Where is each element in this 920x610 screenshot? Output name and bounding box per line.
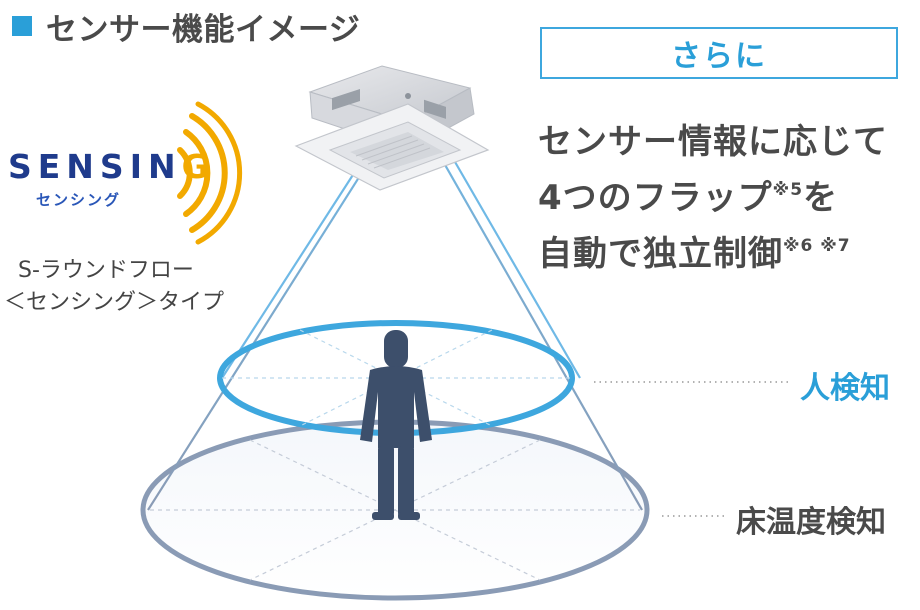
sensing-logo-main: SENSIN xyxy=(8,147,182,186)
sensing-logo: SENSING xyxy=(8,147,215,186)
person-detect-label: 人検知 xyxy=(800,371,890,406)
product-name-line2: ＜センシング＞タイプ xyxy=(4,290,225,315)
floor-temp-detect-label: 床温度検知 xyxy=(736,505,886,540)
title-square-marker-icon xyxy=(12,16,32,36)
callout-line2: 4つのフラップ※5を xyxy=(538,170,838,219)
callout-line3: 自動で独立制御※6 ※7 xyxy=(538,226,851,275)
floor-detection-area xyxy=(140,419,650,601)
leader-lines xyxy=(594,381,792,517)
sensing-logo-kana: センシング xyxy=(36,191,122,209)
callout-line2-main: 4つのフラップ xyxy=(538,178,773,218)
person-silhouette-icon xyxy=(360,330,432,520)
product-name-line1: S-ラウンドフロー xyxy=(18,258,194,283)
callout-line3-main: 自動で独立制御 xyxy=(538,234,783,274)
footnote-ref-6-7: ※6 ※7 xyxy=(783,236,851,256)
page-title: センサー機能イメージ xyxy=(46,12,361,48)
callout-box-label: さらに xyxy=(540,27,898,79)
sensing-logo-g: G xyxy=(181,147,215,186)
callout-line2-tail: を xyxy=(803,178,839,218)
ceiling-cassette-unit-icon xyxy=(294,65,490,191)
callout-line1: センサー情報に応じて xyxy=(538,122,888,162)
signal-waves-icon xyxy=(177,101,243,245)
footnote-ref-5: ※5 xyxy=(772,180,804,200)
